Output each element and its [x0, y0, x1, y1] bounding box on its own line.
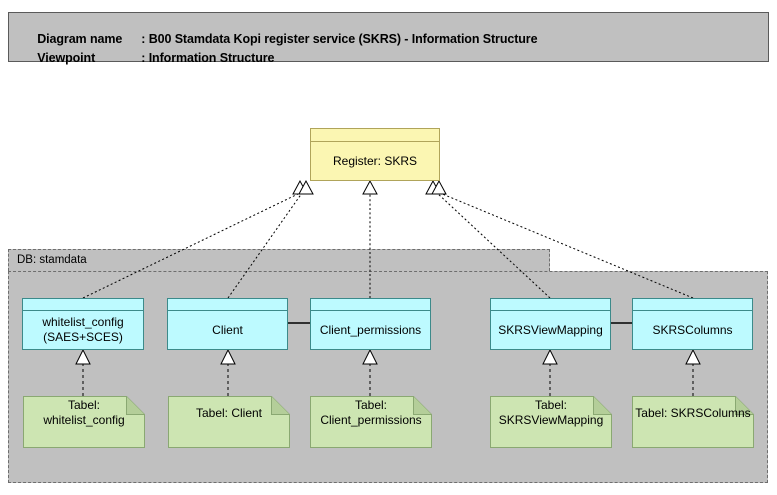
- header-key-viewpoint: Viewpoint: [37, 51, 96, 65]
- header-key-diagram-name: Diagram name: [37, 32, 123, 46]
- node-register-skrs-head: [311, 129, 439, 142]
- node-entity-client[interactable]: Client: [167, 298, 288, 350]
- header-line-viewpoint: Viewpoint: Information Structure: [17, 37, 274, 79]
- node-entity-client-permissions-head: [311, 299, 430, 311]
- group-db-stamdata-tab: DB: stamdata: [8, 249, 550, 271]
- node-entity-skrscolumns-label: SKRSColumns: [652, 322, 733, 337]
- note-tabel-skrsviewmapping-label: Tabel: SKRSViewMapping: [498, 398, 604, 427]
- note-shape-client: [168, 396, 290, 448]
- note-shape-skrscolumns: [632, 396, 754, 448]
- note-shape-client-permissions: [310, 396, 432, 448]
- arrowhead-register-left-b: [298, 179, 314, 195]
- node-entity-client-permissions-label: Client_permissions: [319, 322, 422, 337]
- note-tabel-client[interactable]: Tabel: Client: [168, 396, 290, 448]
- node-entity-client-head: [168, 299, 287, 311]
- note-tabel-client-permissions[interactable]: Tabel: Client_permissions: [310, 396, 432, 448]
- note-tabel-skrsviewmapping[interactable]: Tabel: SKRSViewMapping: [490, 396, 612, 448]
- node-register-skrs-label: Register: SKRS: [332, 153, 418, 168]
- node-entity-client-label: Client: [212, 322, 243, 337]
- node-register-skrs[interactable]: Register: SKRS: [310, 128, 440, 181]
- arrowhead-register-right-b: [431, 179, 447, 195]
- node-entity-skrscolumns-head: [633, 299, 752, 311]
- node-entity-client-permissions[interactable]: Client_permissions: [310, 298, 431, 350]
- node-entity-skrsviewmapping[interactable]: SKRSViewMapping: [490, 298, 611, 350]
- arrowhead-register-left-a: [292, 179, 308, 195]
- arrowhead-register-center: [362, 179, 378, 195]
- note-tabel-whitelist-config[interactable]: Tabel: whitelist_config: [23, 396, 145, 448]
- node-entity-whitelist-config[interactable]: whitelist_config (SAES+SCES): [22, 298, 144, 350]
- node-entity-skrscolumns[interactable]: SKRSColumns: [632, 298, 753, 350]
- note-shape-skrsviewmapping: [490, 396, 612, 448]
- note-tabel-whitelist-config-label: Tabel: whitelist_config: [43, 398, 125, 427]
- node-entity-whitelist-config-head: [23, 299, 143, 311]
- node-entity-skrsviewmapping-label: SKRSViewMapping: [498, 322, 603, 337]
- node-entity-skrsviewmapping-head: [491, 299, 610, 311]
- note-tabel-skrscolumns[interactable]: Tabel: SKRSColumns: [632, 396, 754, 448]
- note-tabel-client-permissions-label: Tabel: Client_permissions: [320, 398, 422, 427]
- header-line-diagram-name: Diagram name: B00 Stamdata Kopi register…: [17, 18, 537, 60]
- group-db-stamdata-label: DB: stamdata: [17, 254, 87, 266]
- header-value-viewpoint: Information Structure: [148, 51, 275, 65]
- header-sep-1: :: [141, 32, 149, 46]
- header-sep-2: :: [141, 51, 149, 65]
- arrowhead-register-right-a: [425, 179, 441, 195]
- header-value-diagram-name: B00 Stamdata Kopi register service (SKRS…: [148, 32, 538, 46]
- note-tabel-client-label: Tabel: Client: [195, 405, 263, 420]
- node-entity-whitelist-config-label: whitelist_config (SAES+SCES): [42, 315, 124, 344]
- note-tabel-skrscolumns-label: Tabel: SKRSColumns: [635, 405, 751, 420]
- note-shape-whitelist-config: [23, 396, 145, 448]
- diagram-header: Diagram name: B00 Stamdata Kopi register…: [8, 12, 769, 65]
